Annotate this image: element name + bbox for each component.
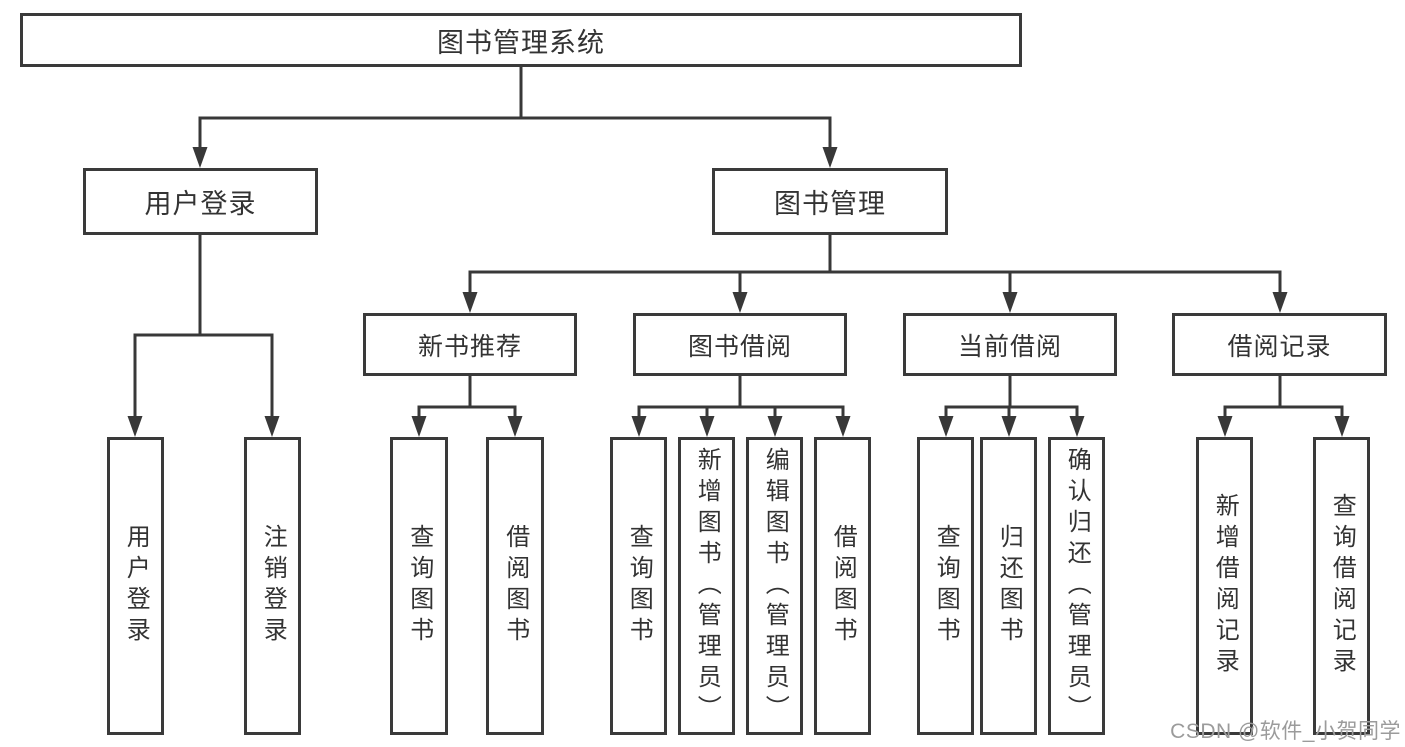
- node-user-login: 用户登录: [83, 168, 318, 235]
- arrow-down-icon: [411, 416, 427, 437]
- connector-current-borrow: [938, 376, 1085, 437]
- leaf-user-login: 用户登录: [107, 437, 164, 735]
- connector-new-book-recommend: [411, 376, 523, 437]
- arrow-down-icon: [835, 416, 851, 437]
- leaf-recommend-query-books: 查询图书: [390, 437, 448, 735]
- node-borrow-records-label: 借阅记录: [1227, 332, 1332, 361]
- leaf-user-login-label: 用户登录: [122, 524, 150, 648]
- leaf-records-add-borrow-record-label: 新增借阅记录: [1211, 493, 1239, 679]
- leaf-borrow-query-books-label: 查询图书: [625, 524, 653, 648]
- leaf-logout: 注销登录: [244, 437, 301, 735]
- leaf-borrow-borrow-books: 借阅图书: [814, 437, 871, 735]
- connector-borrow-records: [1217, 376, 1350, 437]
- leaf-records-query-borrow-record-label: 查询借阅记录: [1328, 493, 1356, 679]
- node-book-management-label: 图书管理: [774, 189, 886, 219]
- node-book-management: 图书管理: [712, 168, 948, 235]
- leaf-borrow-edit-books-admin: 编辑图书（管理员）: [746, 437, 803, 735]
- leaf-recommend-borrow-books-label: 借阅图书: [501, 524, 529, 648]
- arrow-down-icon: [767, 416, 783, 437]
- leaf-current-query-books: 查询图书: [917, 437, 974, 735]
- node-user-login-label: 用户登录: [144, 189, 257, 219]
- arrow-down-icon: [732, 292, 748, 313]
- leaf-current-return-books-label: 归还图书: [995, 524, 1023, 648]
- leaf-logout-label: 注销登录: [259, 524, 287, 648]
- node-book-borrow-label: 图书借阅: [687, 332, 792, 361]
- leaf-borrow-query-books: 查询图书: [610, 437, 667, 735]
- leaf-current-confirm-return-admin-label: 确认归还（管理员）: [1063, 446, 1091, 726]
- leaf-current-query-books-label: 查询图书: [932, 524, 960, 648]
- node-root: 图书管理系统: [20, 13, 1022, 67]
- node-book-borrow: 图书借阅: [633, 313, 847, 376]
- leaf-borrow-edit-books-admin-label: 编辑图书（管理员）: [761, 446, 789, 726]
- arrow-down-icon: [1272, 292, 1288, 313]
- arrow-down-icon: [699, 416, 715, 437]
- connector-user-login: [127, 235, 280, 437]
- node-borrow-records: 借阅记录: [1172, 313, 1387, 376]
- leaf-records-add-borrow-record: 新增借阅记录: [1196, 437, 1253, 735]
- arrow-down-icon: [462, 292, 478, 313]
- leaf-current-confirm-return-admin: 确认归还（管理员）: [1048, 437, 1105, 735]
- leaf-current-return-books: 归还图书: [980, 437, 1037, 735]
- arrow-down-icon: [127, 416, 143, 437]
- arrow-down-icon: [822, 147, 838, 168]
- arrow-down-icon: [1069, 416, 1085, 437]
- node-root-label: 图书管理系统: [437, 27, 605, 58]
- arrow-down-icon: [1217, 416, 1233, 437]
- arrow-down-icon: [264, 416, 280, 437]
- arrow-down-icon: [507, 416, 523, 437]
- leaf-borrow-add-books-admin: 新增图书（管理员）: [678, 437, 735, 735]
- leaf-borrow-add-books-admin-label: 新增图书（管理员）: [693, 446, 721, 726]
- arrow-down-icon: [1334, 416, 1350, 437]
- arrow-down-icon: [631, 416, 647, 437]
- arrow-down-icon: [1001, 416, 1017, 437]
- node-current-borrow-label: 当前借阅: [957, 332, 1062, 361]
- connector-book-management: [462, 235, 1288, 313]
- node-current-borrow: 当前借阅: [903, 313, 1117, 376]
- leaf-records-query-borrow-record: 查询借阅记录: [1313, 437, 1370, 735]
- node-new-book-recommend: 新书推荐: [363, 313, 577, 376]
- watermark: CSDN @软件_小贺同学: [1170, 720, 1401, 743]
- leaf-borrow-borrow-books-label: 借阅图书: [829, 524, 857, 648]
- arrow-down-icon: [1002, 292, 1018, 313]
- connector-root-to-level2: [192, 67, 838, 168]
- connector-book-borrow: [631, 376, 851, 437]
- arrow-down-icon: [938, 416, 954, 437]
- leaf-recommend-query-books-label: 查询图书: [405, 524, 433, 648]
- arrow-down-icon: [192, 147, 208, 168]
- leaf-recommend-borrow-books: 借阅图书: [486, 437, 544, 735]
- node-new-book-recommend-label: 新书推荐: [417, 332, 522, 361]
